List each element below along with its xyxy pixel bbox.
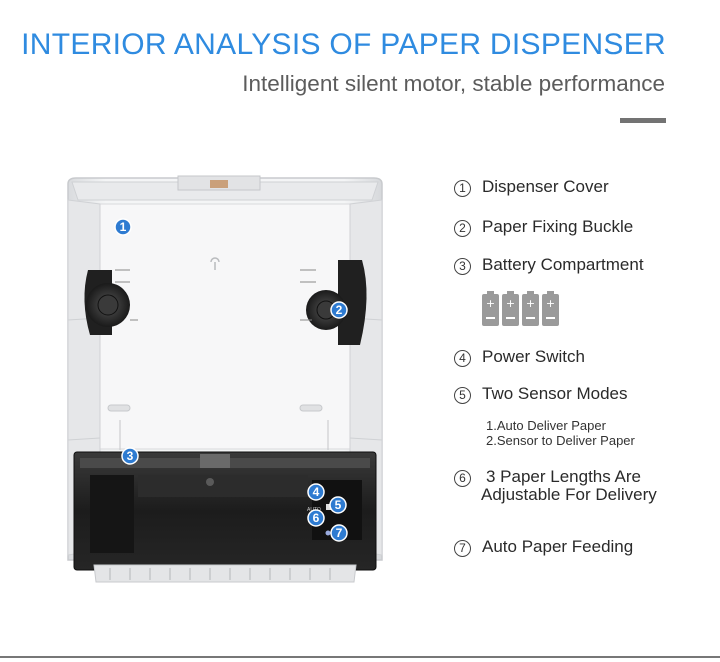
page-subtitle: Intelligent silent motor, stable perform… [242, 71, 665, 96]
legend-label: 3 Paper Lengths Are [486, 467, 642, 486]
legend-item-two-sensor-modes: 5 Two Sensor Modes [454, 385, 628, 404]
legend-item-paper-lengths: 6 3 Paper Lengths Are Adjustable For Del… [454, 468, 657, 504]
legend-label-line2: Adjustable For Delivery [481, 485, 657, 504]
legend-label: Dispenser Cover [482, 177, 609, 196]
svg-text:5: 5 [335, 498, 342, 512]
battery-icon: + [522, 291, 539, 326]
title-accent-bar [620, 118, 666, 123]
legend-item-paper-fixing-buckle: 2 Paper Fixing Buckle [454, 218, 633, 237]
legend-number: 6 [454, 470, 471, 487]
callout-4: 4 [307, 483, 325, 501]
page-title: INTERIOR ANALYSIS OF PAPER DISPENSER [21, 28, 666, 61]
sensor-mode-list: 1.Auto Deliver Paper 2.Sensor to Deliver… [486, 418, 635, 448]
callout-7: 7 [330, 524, 348, 542]
dispenser-interior-image: AUTO 1 2 3 4 5 6 7 [67, 175, 383, 583]
battery-icon: + [502, 291, 519, 326]
legend-item-power-switch: 4 Power Switch [454, 348, 585, 367]
legend-item-dispenser-cover: 1 Dispenser Cover [454, 178, 609, 197]
battery-icon: + [482, 291, 499, 326]
svg-text:7: 7 [336, 526, 343, 540]
callout-6: 6 [307, 509, 325, 527]
legend-label-block: 3 Paper Lengths Are Adjustable For Deliv… [481, 467, 657, 504]
svg-text:+: + [506, 297, 515, 310]
sensor-mode-item: 2.Sensor to Deliver Paper [486, 433, 635, 448]
legend-label: Auto Paper Feeding [482, 537, 634, 556]
legend-number: 4 [454, 350, 471, 367]
svg-text:6: 6 [313, 511, 320, 525]
svg-text:+: + [546, 297, 555, 310]
svg-text:+: + [526, 297, 535, 310]
legend-item-auto-paper-feeding: 7 Auto Paper Feeding [454, 538, 633, 557]
legend-number: 3 [454, 258, 471, 275]
legend-number: 5 [454, 387, 471, 404]
sensor-mode-item: 1.Auto Deliver Paper [486, 418, 606, 433]
legend-label: Power Switch [482, 347, 585, 366]
legend-label: Battery Compartment [482, 255, 644, 274]
callout-3: 3 [121, 447, 139, 465]
callout-5: 5 [329, 496, 347, 514]
dispenser-illustration: AUTO 1 2 3 4 5 6 7 [60, 170, 390, 590]
battery-icon: + [542, 291, 559, 326]
legend-label: Paper Fixing Buckle [482, 217, 634, 236]
footer-divider [0, 656, 720, 658]
legend-item-battery-compartment: 3 Battery Compartment [454, 256, 644, 275]
svg-text:1: 1 [120, 220, 127, 234]
svg-text:3: 3 [127, 449, 134, 463]
battery-icons: + + + + [482, 291, 559, 326]
legend-number: 1 [454, 180, 471, 197]
callout-2: 2 [330, 301, 348, 319]
legend-number: 7 [454, 540, 471, 557]
svg-text:+: + [486, 297, 495, 310]
legend-label: Two Sensor Modes [482, 384, 628, 403]
legend-number: 2 [454, 220, 471, 237]
svg-text:4: 4 [313, 485, 320, 499]
callout-1: 1 [114, 218, 132, 236]
svg-text:2: 2 [336, 303, 343, 317]
